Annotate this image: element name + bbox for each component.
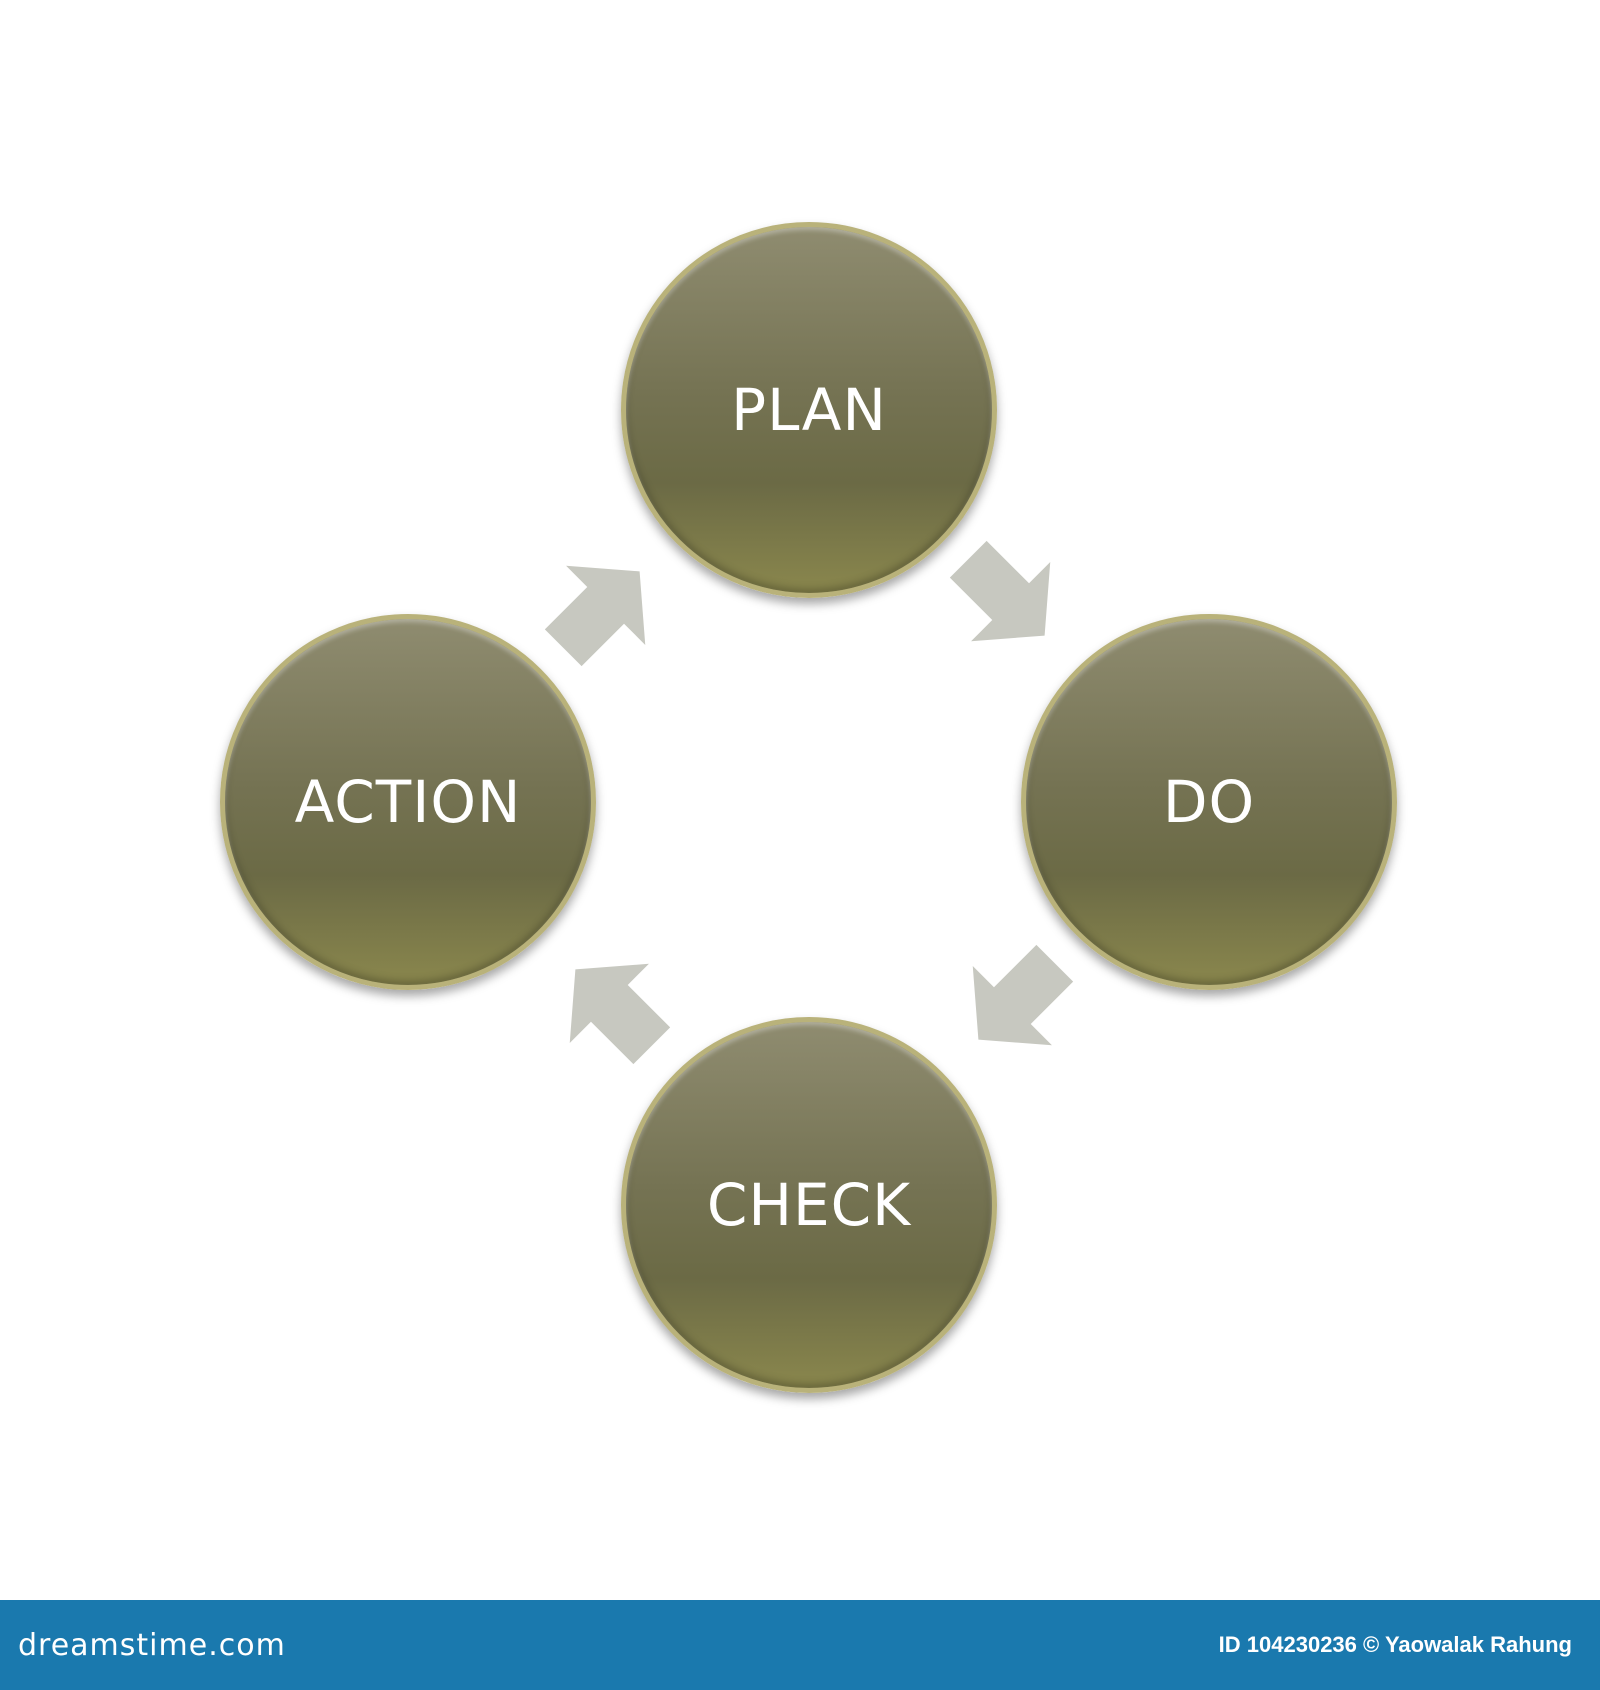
node-do-label: DO [1162, 768, 1256, 836]
footer-credit: ID 104230236 © Yaowalak Rahung [1218, 1632, 1572, 1657]
arrow-plan-to-do [928, 519, 1085, 676]
arrow-action-to-plan [523, 531, 680, 688]
footer-bar: dreamstime.com ID 104230236 © Yaowalak R… [0, 1600, 1600, 1690]
node-do: DO [1021, 614, 1397, 990]
footer-logo[interactable]: dreamstime.com [18, 1627, 286, 1663]
node-plan: PLAN [621, 222, 997, 598]
arrow-do-to-check [938, 923, 1095, 1080]
arrow-check-to-action [535, 929, 692, 1086]
node-action: ACTION [220, 614, 596, 990]
node-action-label: ACTION [294, 768, 522, 836]
node-check-label: CHECK [706, 1171, 912, 1239]
pdca-cycle-diagram: PLAN DO CHECK ACTION [220, 222, 1397, 1393]
node-check: CHECK [621, 1017, 997, 1393]
node-plan-label: PLAN [731, 376, 887, 444]
